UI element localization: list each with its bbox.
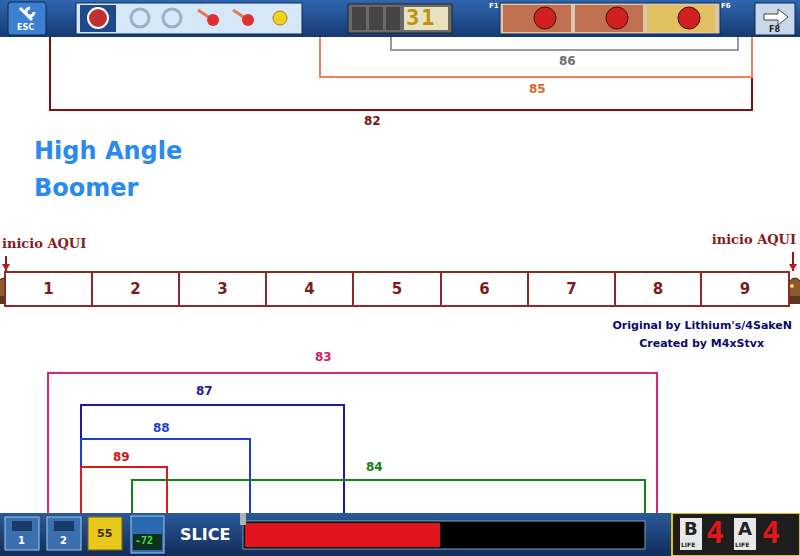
ruler-cell: 2 xyxy=(91,271,180,307)
start-marker: inicio AQUI xyxy=(2,236,86,251)
key-hint: F6 xyxy=(721,2,731,10)
life-count: 4 xyxy=(706,515,724,550)
game-status-bar: 1 2 55 -72 SLICE B LIFE 4 A LIFE 4 xyxy=(0,513,800,556)
slot-number: 1 xyxy=(18,535,25,546)
start-marker: inicio AQUI xyxy=(712,232,796,247)
ruler-cell: 5 xyxy=(352,271,442,307)
callout-number: 82 xyxy=(362,114,383,128)
ruler-cell: 9 xyxy=(700,271,790,307)
key-hint: ESC xyxy=(17,23,34,32)
credit-note: Original by Lithium's/4SakeN xyxy=(613,319,792,332)
ruler-cell: 3 xyxy=(178,271,267,307)
ruler-number: 3 xyxy=(217,280,227,298)
team-letter: B xyxy=(684,518,698,539)
turn-counter: 31 xyxy=(406,5,437,30)
key-hint: F8 xyxy=(769,25,780,34)
shot-mode: SLICE xyxy=(180,525,230,544)
team-letter: A xyxy=(738,518,752,539)
ruler-cell: 4 xyxy=(265,271,354,307)
game-toolbar: ESC 31 F1 F6 F8 xyxy=(0,0,800,37)
ruler-cell: 8 xyxy=(614,271,702,307)
callout-number: 83 xyxy=(313,350,334,364)
life-count: 4 xyxy=(762,515,780,550)
ruler-cell: 7 xyxy=(527,271,616,307)
callout-number: 88 xyxy=(151,421,172,435)
callout-number: 87 xyxy=(194,384,215,398)
ruler-number: 8 xyxy=(653,280,663,298)
ruler-number: 1 xyxy=(43,280,53,298)
credit-note: Created by M4xStvx xyxy=(639,337,764,350)
life-caption: LIFE xyxy=(735,541,749,548)
ruler-number: 9 xyxy=(740,280,750,298)
callout-number: 84 xyxy=(364,460,385,474)
status-bar-art xyxy=(0,513,800,556)
callout-number: 85 xyxy=(527,82,548,96)
toolbar-art xyxy=(0,0,800,37)
slot-value: 55 xyxy=(97,527,112,540)
ruler-number: 2 xyxy=(130,280,140,298)
callout-number: 86 xyxy=(557,54,578,68)
diagram-title: High Angle Boomer xyxy=(34,133,214,207)
ruler-number: 4 xyxy=(304,280,314,298)
ruler-number: 5 xyxy=(392,280,402,298)
callout-number: 89 xyxy=(111,450,132,464)
ruler-cell: 6 xyxy=(440,271,529,307)
slot-number: 2 xyxy=(60,535,67,546)
range-bracket: 828586 xyxy=(49,30,753,111)
ruler-number: 6 xyxy=(479,280,489,298)
key-hint: F1 xyxy=(489,2,499,10)
angle-readout: -72 xyxy=(135,535,153,546)
ruler-number: 7 xyxy=(566,280,576,298)
ruler-cell: 1 xyxy=(4,271,93,307)
life-caption: LIFE xyxy=(681,541,695,548)
